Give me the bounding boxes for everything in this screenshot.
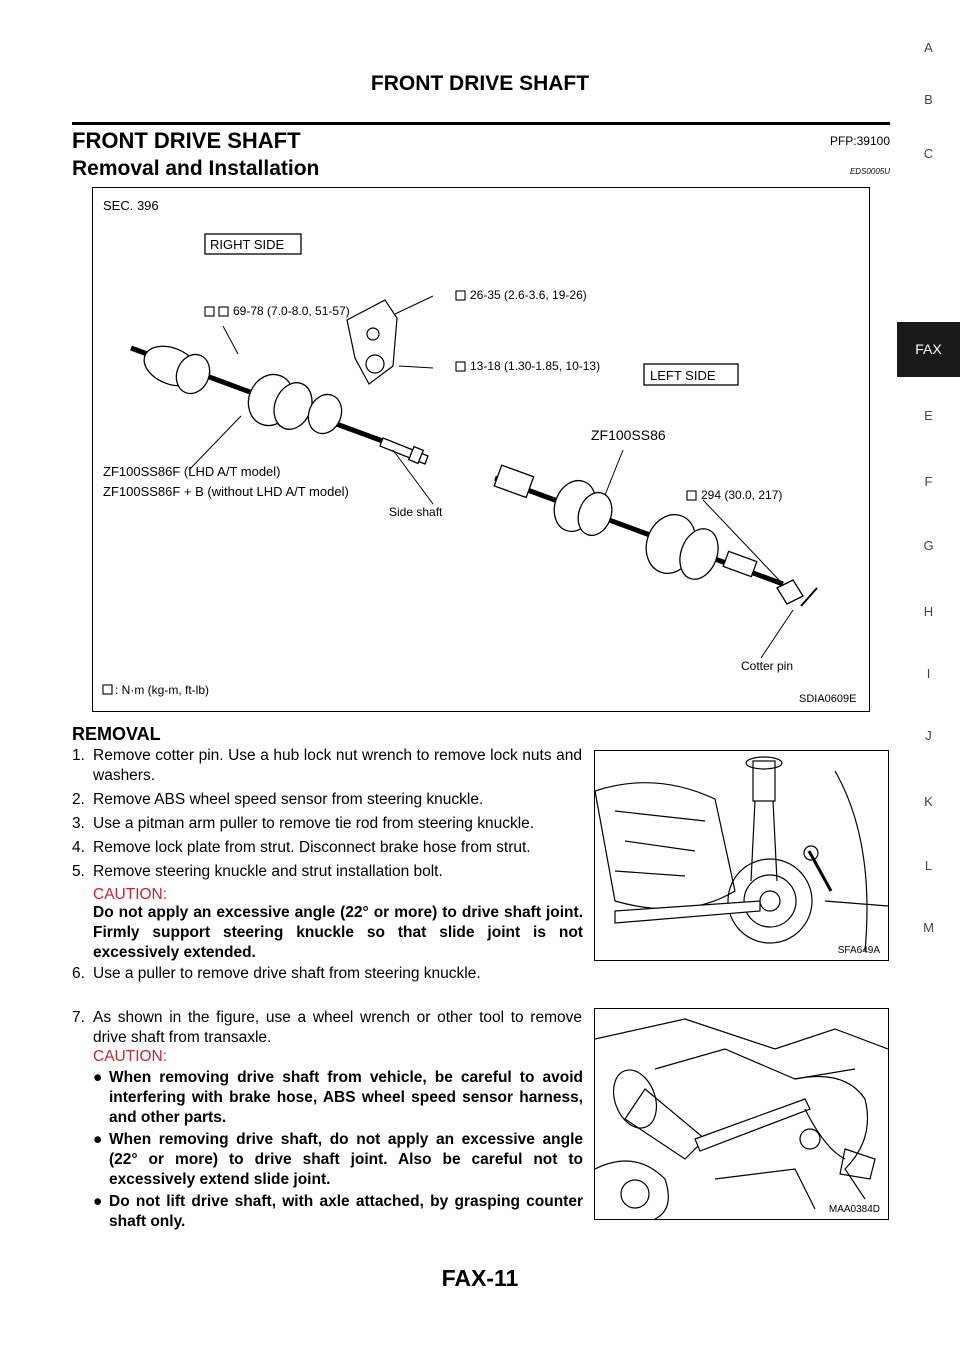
caution-bullet-2: ● When removing drive shaft, do not appl… [93, 1130, 583, 1190]
left-side-box [643, 363, 739, 386]
step-4: 4. Remove lock plate from strut. Disconn… [72, 838, 587, 858]
tab-m[interactable]: M [923, 920, 934, 935]
torque-icon [102, 290, 697, 695]
step-text: As shown in the figure, use a wheel wren… [93, 1009, 582, 1046]
eds-code: EDS0005U [849, 167, 890, 176]
step-text: Use a puller to remove drive shaft from … [93, 965, 481, 982]
torque-69: 69-78 (7.0-8.0, 51-57) [233, 304, 350, 318]
page-footer: FAX-11 [441, 1265, 519, 1291]
step-text: Remove ABS wheel speed sensor from steer… [93, 791, 484, 808]
header-rule [72, 122, 890, 125]
step-number: 6. [72, 965, 85, 982]
model-right-2: ZF100SS86F + B (without LHD A/T model) [103, 484, 349, 499]
cotter-pin-label: Cotter pin [741, 659, 793, 673]
caution-label-2: CAUTION: [93, 1048, 168, 1065]
right-side-box [204, 233, 302, 255]
bullet-icon: ● [93, 1131, 103, 1148]
figure1-id: SDIA0609E [799, 693, 856, 705]
tab-c[interactable]: C [923, 146, 934, 161]
bullet-text: When removing drive shaft from vehicle, … [109, 1069, 583, 1126]
step-5: 5. Remove steering knuckle and strut ins… [72, 862, 587, 882]
step-number: 5. [72, 863, 85, 880]
model-right-1: ZF100SS86F (LHD A/T model) [103, 464, 281, 479]
tab-fax[interactable]: FAX [897, 322, 960, 377]
section-index: A B C FAX E F G H I J K L M [897, 0, 960, 1358]
step-2: 2. Remove ABS wheel speed sensor from st… [72, 790, 582, 810]
steering-knuckle-figure: SFA649A [594, 750, 889, 961]
step-text: Remove cotter pin. Use a hub lock nut wr… [93, 747, 582, 784]
step-text: Use a pitman arm puller to remove tie ro… [93, 815, 535, 832]
tab-j[interactable]: J [925, 728, 932, 743]
caution-bullet-3: ● Do not lift drive shaft, with axle att… [93, 1192, 583, 1232]
section-title: FRONT DRIVE SHAFT [72, 128, 301, 153]
tab-f[interactable]: F [924, 474, 933, 489]
step-7: 7. As shown in the figure, use a wheel w… [72, 1008, 582, 1048]
tab-i[interactable]: I [926, 666, 931, 681]
figure3-id: MAA0384D [828, 1204, 880, 1215]
caution-text: Do not apply an excessive angle (22° or … [93, 904, 583, 961]
step-text: Remove lock plate from strut. Disconnect… [93, 839, 531, 856]
sec-label: SEC. 396 [103, 198, 159, 213]
step-number: 1. [72, 747, 85, 764]
step-number: 3. [72, 815, 85, 832]
wrench-illustration [595, 1018, 888, 1219]
step-6: 6. Use a puller to remove drive shaft fr… [72, 964, 587, 984]
step-number: 2. [72, 791, 85, 808]
pfp-code: PFP:39100 [829, 134, 890, 148]
step-number: 4. [72, 839, 85, 856]
step-1: 1. Remove cotter pin. Use a hub lock nut… [72, 746, 582, 786]
left-drive-shaft [493, 464, 818, 607]
transaxle-wrench-figure: MAA0384D [594, 1008, 889, 1220]
tab-g[interactable]: G [923, 538, 934, 553]
bracket [346, 299, 398, 385]
right-drive-shaft [130, 345, 429, 465]
removal-heading: REMOVAL [72, 724, 161, 744]
tab-e[interactable]: E [924, 408, 933, 423]
caution-label: CAUTION: [93, 886, 168, 903]
step-text: Remove steering knuckle and strut instal… [93, 863, 443, 880]
tab-b[interactable]: B [924, 92, 933, 107]
bullet-icon: ● [93, 1069, 103, 1086]
subsection-title: Removal and Installation [72, 157, 320, 180]
step-number: 7. [72, 1009, 85, 1026]
leader-lines [188, 295, 794, 659]
drive-shaft-diagram: SEC. 396 RIGHT SIDE LEFT SIDE 69-78 (7.0… [92, 187, 870, 712]
bullet-icon: ● [93, 1193, 103, 1210]
torque-13: 13-18 (1.30-1.85, 10-13) [470, 359, 600, 373]
caution-bullet-1: ● When removing drive shaft from vehicle… [93, 1068, 583, 1128]
right-side-label: RIGHT SIDE [210, 237, 284, 252]
torque-294: 294 (30.0, 217) [701, 488, 782, 502]
tab-k[interactable]: K [924, 794, 933, 809]
tab-a[interactable]: A [924, 40, 933, 55]
side-shaft-label: Side shaft [389, 505, 443, 519]
bullet-text: When removing drive shaft, do not apply … [109, 1131, 583, 1188]
bullet-text: Do not lift drive shaft, with axle attac… [109, 1193, 583, 1230]
page-header: FRONT DRIVE SHAFT [370, 72, 590, 95]
model-left: ZF100SS86 [591, 427, 666, 443]
torque-26: 26-35 (2.6-3.6, 19-26) [470, 288, 587, 302]
tab-h[interactable]: H [923, 604, 934, 619]
tab-l[interactable]: L [924, 858, 933, 873]
step-3: 3. Use a pitman arm puller to remove tie… [72, 814, 587, 834]
figure2-id: SFA649A [837, 945, 880, 956]
units-legend: : N·m (kg-m, ft-lb) [115, 683, 209, 697]
left-side-label: LEFT SIDE [650, 368, 716, 383]
knuckle-illustration [595, 756, 888, 952]
